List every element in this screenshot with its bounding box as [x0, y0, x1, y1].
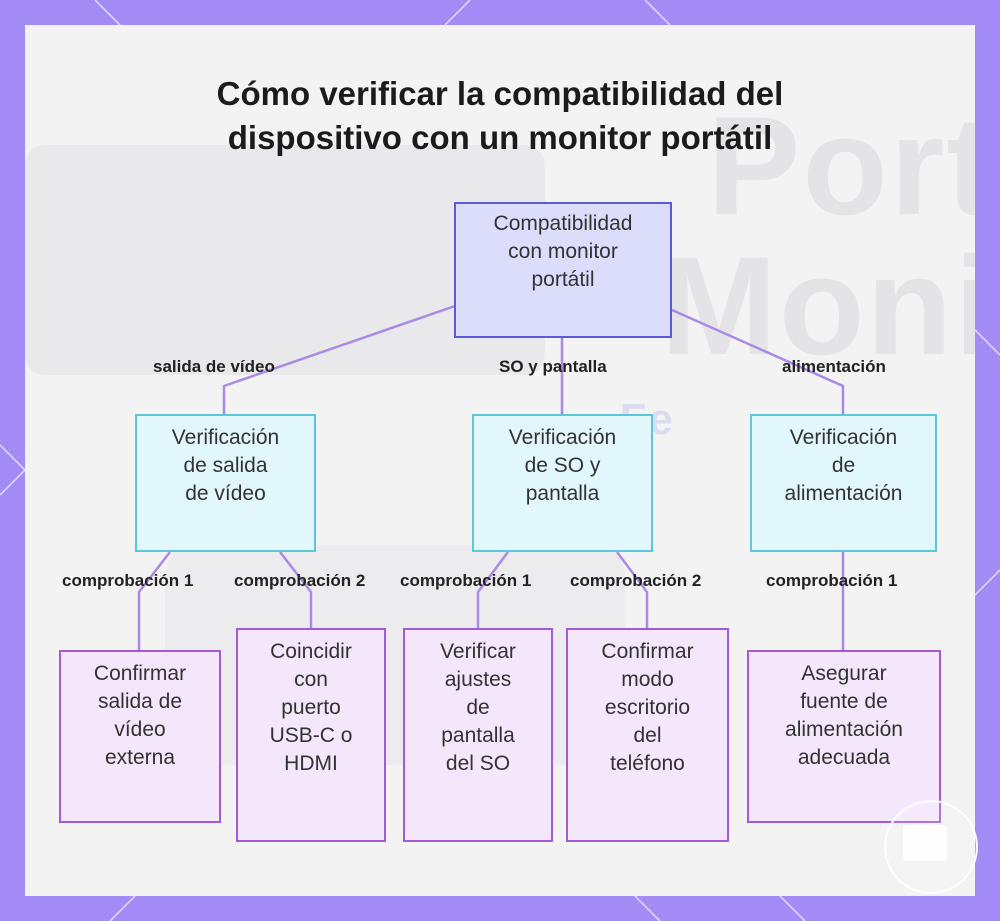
edge-label-os-display: SO y pantalla	[499, 357, 607, 376]
node-text-line: ajustes	[444, 668, 512, 691]
edge-os-check1	[476, 551, 509, 628]
root-node-compatibility: Compatibilidad con monitor portátil	[454, 202, 672, 338]
background-word: Port	[707, 87, 975, 244]
node-text-line: Verificación	[171, 426, 280, 449]
node-text-line: alimentación	[785, 718, 903, 741]
diagram-title: Cómo verificar la compatibilidad del dis…	[0, 72, 1000, 160]
node-text-line: del SO	[445, 752, 511, 775]
edge-os-check2	[616, 551, 649, 628]
node-text-line: externa	[104, 746, 176, 769]
node-text-line: pantalla	[441, 724, 515, 747]
node-text-line: USB-C o	[269, 724, 353, 747]
title-line-2: dispositivo con un monitor portátil	[227, 119, 773, 156]
node-text-line: con monitor	[508, 240, 618, 263]
edge-label-check: comprobación 1	[766, 571, 898, 590]
node-text-line: escritorio	[604, 696, 691, 719]
title-line-1: Cómo verificar la compatibilidad del	[216, 75, 784, 112]
node-text-line: fuente de	[800, 690, 888, 713]
node-text-line: HDMI	[284, 752, 338, 775]
node-os-display-check: Verificación de SO y pantalla	[472, 414, 653, 552]
node-text-line: de vídeo	[185, 482, 266, 505]
node-video-output-check: Verificación de salida de vídeo	[135, 414, 316, 552]
node-text-line: de SO y	[524, 454, 601, 477]
node-text-line: Asegurar	[801, 662, 887, 685]
node-text-line: Coincidir	[270, 640, 352, 663]
node-text-line: pantalla	[525, 482, 600, 505]
leaf-confirm-external-video: Confirmar salida de vídeo externa	[59, 650, 221, 823]
node-text-line: Confirmar	[601, 640, 694, 663]
node-text-line: Verificación	[508, 426, 617, 449]
leaf-match-usbc-hdmi: Coincidir con puerto USB-C o HDMI	[236, 628, 386, 842]
node-text-line: Verificación	[789, 426, 898, 449]
edge-root-video	[222, 304, 456, 414]
node-text-line: Compatibilidad	[493, 212, 633, 235]
leaf-ensure-adequate-power: Asegurar fuente de alimentación adecuada	[747, 650, 941, 823]
edge-video-check2	[279, 551, 313, 628]
edge-label-check: comprobación 2	[570, 571, 702, 590]
background-word: Moni	[660, 227, 975, 384]
node-text-line: portátil	[531, 268, 595, 291]
logo-icon	[903, 825, 947, 861]
leaf-verify-os-display-settings: Verificar ajustes de pantalla del SO	[403, 628, 553, 842]
node-text-line: del	[633, 724, 662, 747]
node-text-line: con	[294, 668, 328, 691]
leaf-confirm-phone-desktop-mode: Confirmar modo escritorio del teléfono	[566, 628, 729, 842]
node-text-line: teléfono	[610, 752, 685, 775]
node-text-line: de	[831, 454, 856, 477]
node-text-line: vídeo	[114, 718, 166, 741]
node-power-check: Verificación de alimentación	[750, 414, 937, 552]
node-text-line: de salida	[183, 454, 268, 477]
node-text-line: puerto	[281, 696, 341, 719]
edge-label-video-output: salida de vídeo	[153, 357, 275, 376]
node-text-line: salida de	[97, 690, 183, 713]
node-text-line: modo	[621, 668, 674, 691]
edge-label-check: comprobación 1	[62, 571, 194, 590]
edge-root-power	[671, 308, 845, 414]
node-text-line: adecuada	[797, 746, 891, 769]
edge-label-check: comprobación 1	[400, 571, 532, 590]
node-text-line: alimentación	[784, 482, 903, 505]
edge-video-check1	[137, 551, 171, 650]
edge-label-check: comprobación 2	[234, 571, 366, 590]
edge-label-power: alimentación	[782, 357, 886, 376]
node-text-line: Verificar	[440, 640, 516, 663]
node-text-line: de	[466, 696, 490, 719]
node-text-line: Confirmar	[93, 662, 187, 685]
